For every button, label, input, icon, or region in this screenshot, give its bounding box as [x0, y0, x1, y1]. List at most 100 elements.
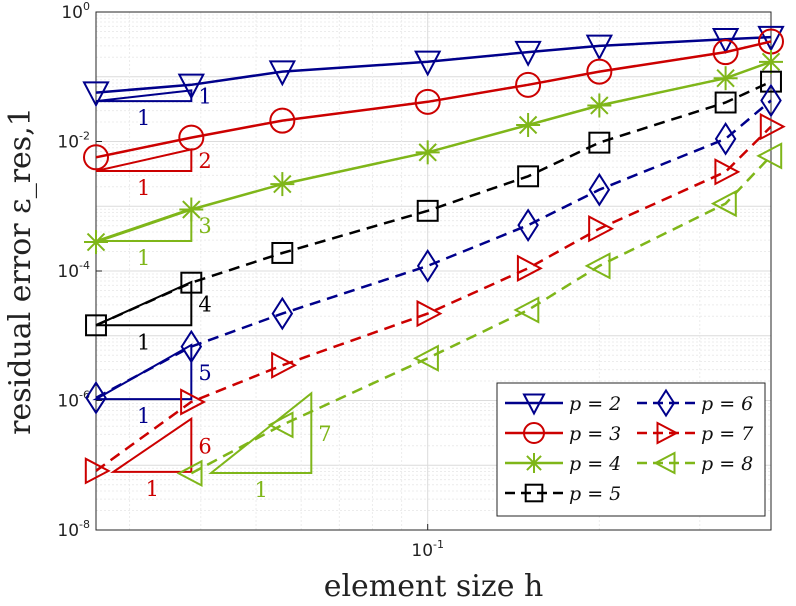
data-marker [414, 88, 441, 115]
slope-rise-label: 1 [198, 85, 211, 109]
legend-label: p = 6 [701, 393, 753, 415]
slope-triangle-shape [208, 391, 313, 474]
legend-label: p = 4 [569, 453, 621, 475]
series-line [95, 80, 772, 327]
data-marker [586, 58, 613, 85]
legend-item: p = 2 [505, 393, 621, 416]
asterisk-stroke [526, 455, 542, 471]
legend-label: p = 5 [569, 483, 621, 505]
data-marker [515, 71, 542, 98]
data-marker [268, 60, 296, 87]
slope-run-label: 1 [137, 330, 150, 354]
data-marker [656, 388, 676, 418]
slope-rise-label: 6 [198, 434, 211, 458]
slope-triangle: 14 [95, 280, 212, 354]
data-marker [760, 70, 782, 93]
data-marker [714, 121, 737, 156]
legend-item: p = 3 [505, 422, 621, 445]
data-marker [271, 351, 298, 379]
asterisk-stroke [716, 69, 735, 88]
slope-run-label: 1 [146, 477, 159, 501]
data-marker [517, 165, 540, 188]
data-marker [271, 296, 294, 331]
asterisk-stroke [518, 115, 538, 135]
data-marker [656, 421, 679, 445]
slope-triangle: 13 [95, 207, 212, 270]
slope-triangle-shape [110, 416, 193, 473]
data-marker [84, 230, 108, 255]
slope-rise-label: 7 [318, 422, 331, 446]
data-marker [585, 34, 614, 61]
legend-label: p = 7 [701, 423, 754, 445]
series-2 [83, 28, 784, 171]
data-marker [711, 28, 740, 54]
data-marker [756, 142, 783, 170]
data-marker [84, 457, 111, 485]
slope-run-label: 1 [255, 478, 268, 502]
data-marker [759, 49, 783, 74]
legend-label: p = 2 [569, 393, 621, 415]
data-marker [712, 39, 739, 66]
y-tick-label: 10-2 [57, 130, 90, 153]
y-tick-label: 10-8 [57, 518, 90, 541]
data-marker [588, 131, 611, 154]
data-marker [271, 241, 294, 264]
data-marker [178, 124, 205, 151]
data-marker [85, 380, 107, 415]
data-marker [414, 50, 442, 77]
y-tick-label: 10-6 [57, 389, 90, 412]
data-series [82, 25, 786, 487]
x-axis-label: element size h [324, 569, 544, 604]
slope-run-label: 1 [137, 246, 150, 270]
data-marker [757, 25, 785, 52]
asterisk-stroke [86, 232, 106, 252]
series-line [95, 125, 772, 472]
data-marker [524, 453, 544, 473]
legend-item: p = 7 [637, 421, 754, 445]
data-marker [514, 40, 542, 67]
data-marker [180, 271, 203, 294]
asterisk-stroke [418, 143, 437, 162]
y-axis-label: residual error ε_res,1 [3, 107, 38, 435]
data-marker [180, 329, 203, 364]
data-marker [412, 344, 439, 372]
data-marker [710, 189, 737, 218]
slope-triangle: 12 [95, 148, 212, 200]
slope-run-label: 1 [137, 106, 150, 130]
data-marker [416, 249, 439, 283]
legend-label: p = 3 [569, 423, 621, 445]
data-marker [85, 314, 107, 337]
data-marker [516, 254, 543, 282]
slope-triangle-shape [95, 280, 193, 327]
asterisk-stroke [273, 174, 292, 194]
data-marker [584, 252, 611, 280]
data-marker [653, 451, 676, 475]
data-marker [82, 81, 110, 108]
data-marker [176, 459, 203, 487]
data-marker [177, 73, 205, 100]
data-marker [513, 296, 540, 324]
asterisk-stroke [590, 96, 609, 115]
data-marker [524, 483, 544, 503]
data-marker [588, 172, 611, 207]
slope-rise-label: 3 [198, 214, 211, 238]
series-5 [85, 83, 782, 415]
series-4 [85, 70, 782, 337]
data-marker [416, 299, 443, 328]
data-marker [714, 158, 741, 186]
series-1 [82, 25, 785, 108]
data-marker [517, 208, 539, 243]
data-marker [714, 91, 737, 114]
data-marker [760, 83, 782, 118]
data-marker [180, 388, 207, 416]
slope-triangle: 17 [208, 391, 332, 502]
data-marker [270, 172, 295, 197]
series-line [190, 155, 772, 475]
series-3 [84, 49, 783, 255]
legend-item: p = 4 [505, 453, 621, 475]
series-line [95, 35, 772, 94]
slope-triangle-shape [95, 148, 193, 173]
